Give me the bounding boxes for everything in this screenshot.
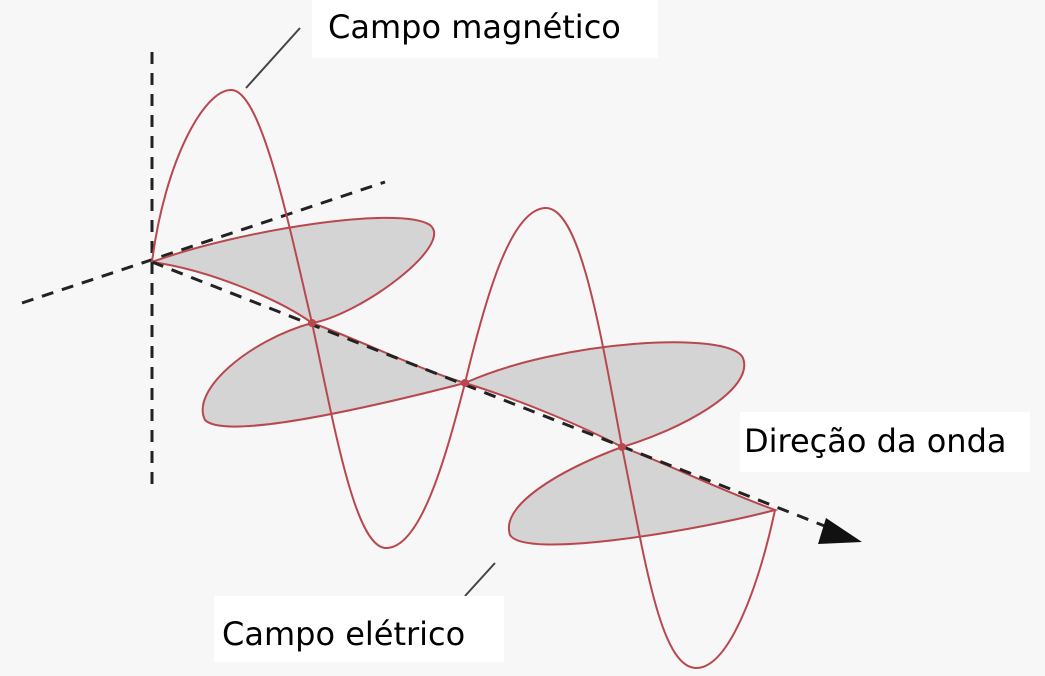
electric-field-label: Campo elétrico — [222, 615, 465, 653]
electric-field-leader — [464, 562, 496, 597]
field-lobe-3 — [462, 341, 746, 449]
magnetic-label-bg — [312, 0, 658, 58]
wave-direction-label: Direção da onda — [744, 422, 1007, 460]
crossing-point — [308, 319, 316, 327]
direction-label-bg — [740, 412, 1030, 472]
direction-arrowhead — [818, 518, 862, 544]
shaded-field-lobes — [151, 216, 779, 546]
magnetic-field-leader — [245, 27, 301, 89]
field-lobe-1 — [151, 216, 435, 325]
axis-crossing-points — [308, 319, 626, 451]
magnetic-field-label: Campo magnético — [328, 8, 621, 46]
propagation-axis — [151, 260, 841, 534]
field-lobe-2 — [201, 321, 469, 428]
crossing-point — [461, 379, 469, 387]
electric-label-bg — [214, 596, 504, 662]
crossing-point — [618, 443, 626, 451]
field-lobe-4 — [507, 445, 779, 546]
transverse-axis — [21, 180, 386, 305]
